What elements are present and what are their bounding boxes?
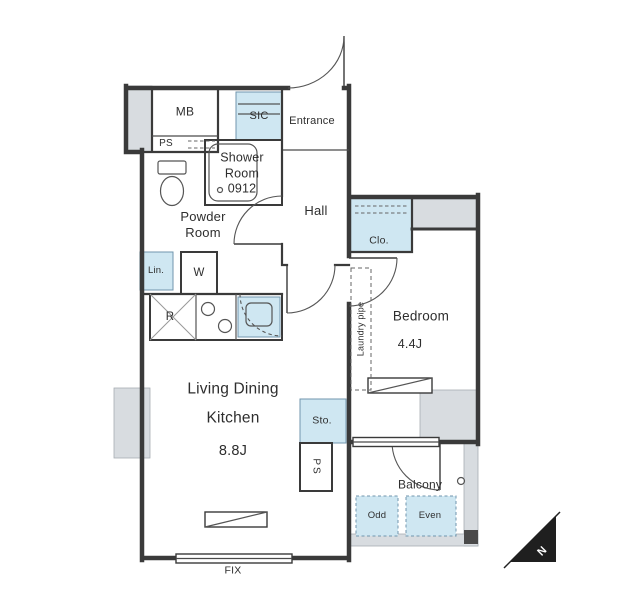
room-label-hall: Hall [304, 202, 328, 218]
sic-area [235, 91, 283, 141]
sic-shelf-lines [238, 103, 280, 115]
room-label-ps-top: PS [159, 137, 173, 149]
room-label-balcony: Balcony [397, 477, 443, 492]
label-even: Even [418, 510, 442, 522]
room-label-closet: Clo. [369, 234, 389, 247]
room-label-ldk: Living Dining Kitchen [187, 380, 279, 426]
fixtures [149, 103, 466, 528]
shower-room-walls [204, 139, 283, 206]
north-arrow-icon [503, 511, 561, 569]
label-odd: Odd [367, 510, 387, 522]
room-label-refrigerator: R [165, 310, 175, 323]
room-label-sic: SIC [249, 110, 269, 123]
pipe-space-box [299, 442, 333, 492]
sink-area [237, 296, 281, 338]
kitchen-counter [149, 293, 283, 341]
room-label-mb: MB [175, 104, 195, 119]
drain-box [464, 530, 478, 544]
room-label-bedroom: Bedroom [392, 308, 450, 324]
room-label-ps-bottom: PS [310, 458, 322, 476]
door-swings [233, 35, 441, 491]
label-laundry-pipe: Laundry pipe [355, 301, 366, 357]
label-fix-window: FIX [224, 564, 242, 577]
kitchen-icons [149, 293, 273, 341]
shower-unit-icon [208, 143, 258, 202]
linen-area [139, 251, 174, 291]
room-label-powder-room: Powder Room [180, 208, 226, 240]
odd-ac-area [355, 495, 399, 537]
closet-rod-lines [355, 205, 407, 214]
room-label-entrance: Entrance [289, 115, 335, 128]
room-label-storage: Sto. [312, 414, 332, 427]
even-ac-area [405, 495, 457, 537]
windows [175, 436, 440, 564]
room-size-bedroom: 4.4J [397, 337, 423, 352]
counter-symbols [204, 377, 433, 528]
room-label-washer: W [193, 266, 205, 279]
room-label-linen: Lin. [147, 265, 165, 277]
toilet-icon [157, 160, 187, 207]
laundry-pipe-area [350, 267, 372, 391]
room-size-ldk: 8.8J [218, 442, 248, 459]
ps-duct-lines [188, 140, 215, 149]
hose-bib-icon [456, 476, 466, 486]
room-label-shower-room: Shower Room 0912 [220, 150, 264, 196]
storage-area [299, 398, 347, 444]
